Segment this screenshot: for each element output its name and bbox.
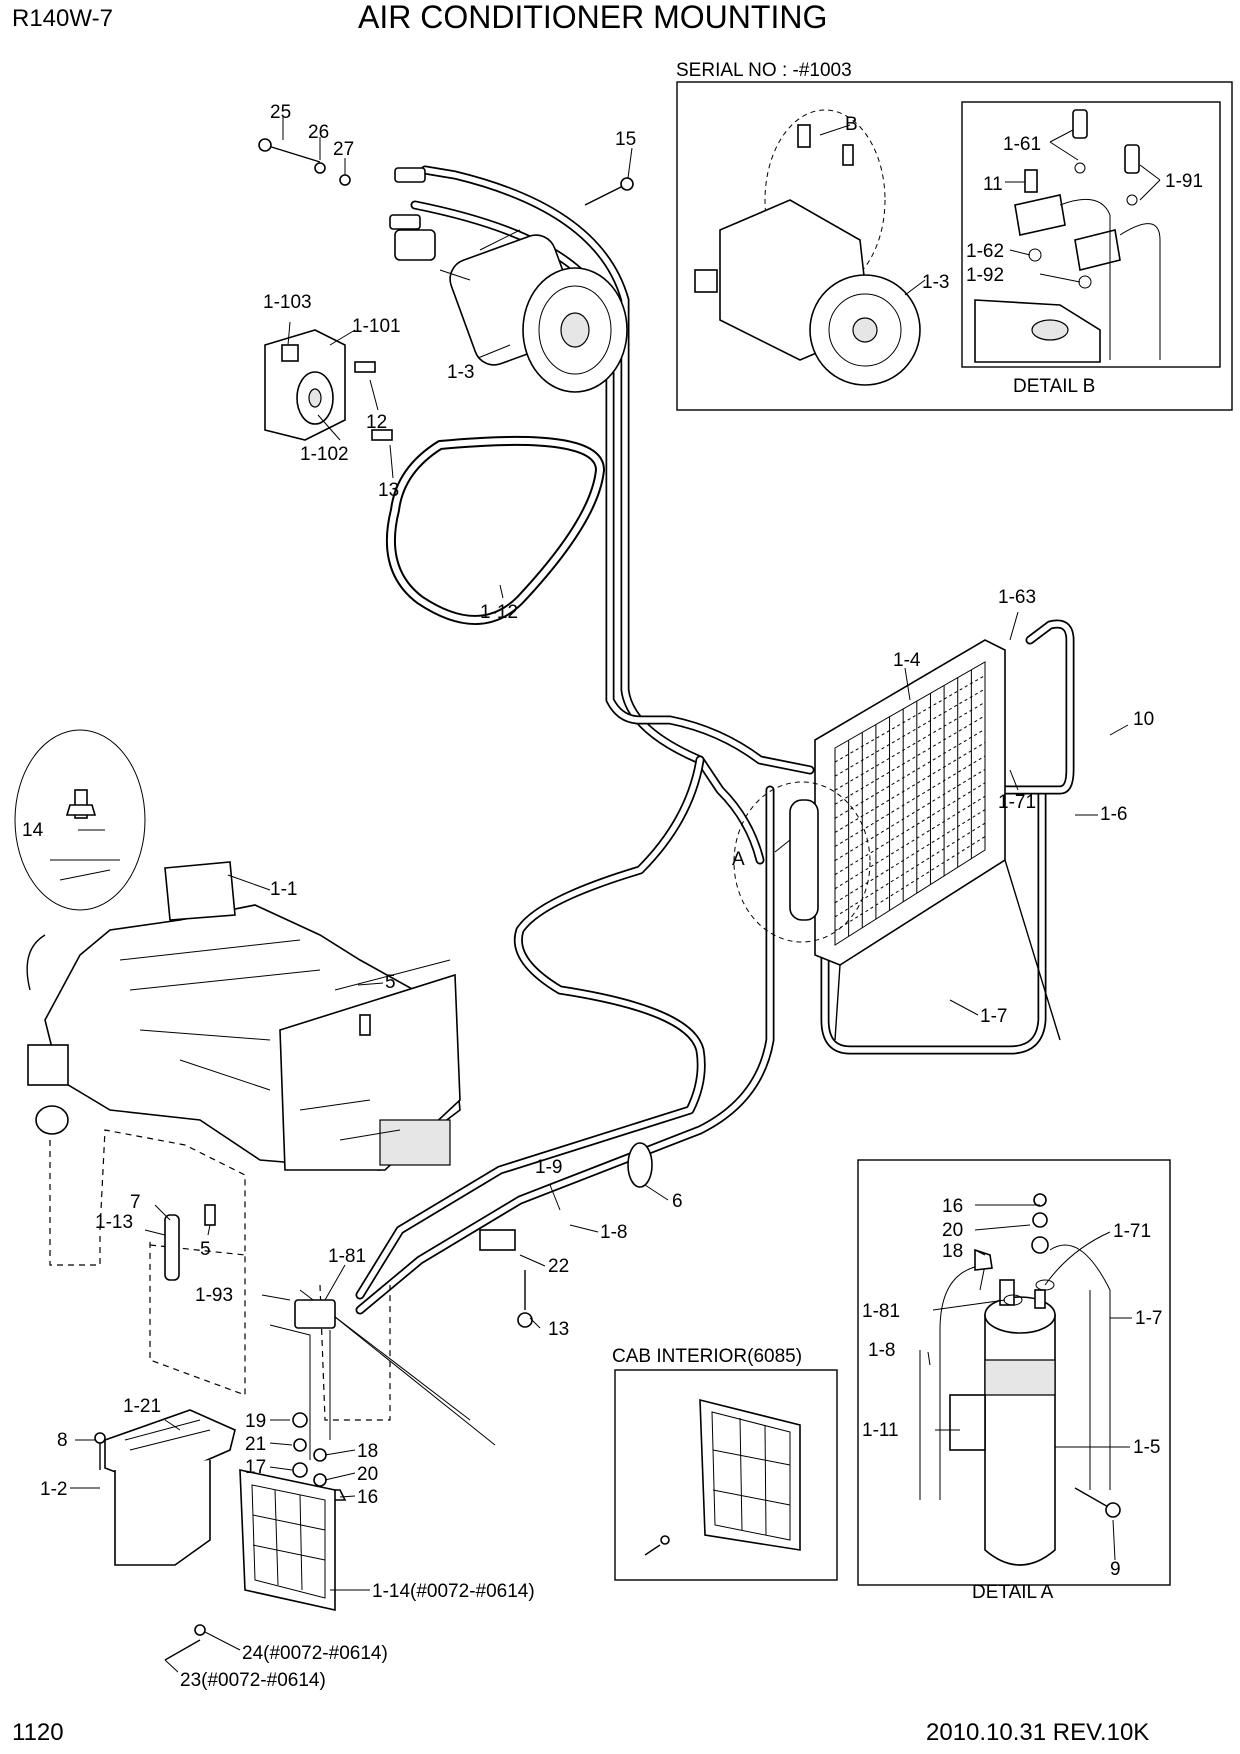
model-number: R140W-7 (12, 5, 113, 32)
detail-b-fittings (974, 109, 1161, 363)
detail-callout-B: B (845, 114, 858, 135)
callout-1-102: 1-102 (300, 444, 349, 465)
fastener-detail-circle (14, 729, 146, 991)
cab-interior-grille (644, 1398, 801, 1556)
page-number: 1120 (12, 1719, 64, 1746)
callout-5-upper: 5 (385, 972, 396, 993)
v-belt (385, 435, 605, 625)
callout-19: 19 (245, 1411, 266, 1432)
callout-1-93: 1-93 (195, 1285, 233, 1306)
serial-number-label: SERIAL NO : -#1003 (676, 60, 852, 81)
evaporator-unit (27, 861, 461, 1171)
callout-13-top: 13 (378, 480, 399, 501)
callout-13-bottom: 13 (548, 1319, 569, 1340)
cab-interior-box (614, 1369, 838, 1581)
callout-1-103: 1-103 (263, 292, 312, 313)
callout-1-13: 1-13 (95, 1212, 133, 1233)
cab-interior-label: CAB INTERIOR(6085) (612, 1346, 802, 1367)
callout-20: 20 (357, 1464, 378, 1485)
detail-a-callout-1-8: 1-8 (868, 1340, 895, 1361)
leader-lines (70, 117, 1161, 1673)
callout-15: 15 (615, 129, 636, 150)
compressor (394, 229, 628, 393)
callout-1-1: 1-1 (270, 879, 297, 900)
callout-1-9: 1-9 (535, 1157, 562, 1178)
detail-b-callout-1-92: 1-92 (966, 265, 1004, 286)
condenser (814, 639, 1061, 1041)
detail-a-box (857, 1159, 1171, 1586)
serial-number-box (676, 81, 1233, 411)
callout-16: 16 (357, 1487, 378, 1508)
callout-7: 7 (130, 1192, 141, 1213)
callout-1-7: 1-7 (980, 1006, 1007, 1027)
detail-a-callout-9: 9 (1110, 1559, 1121, 1580)
receiver-drier (733, 781, 871, 943)
callout-21: 21 (245, 1434, 266, 1455)
callout-18: 18 (357, 1441, 378, 1462)
detail-a-callout-16: 16 (942, 1196, 963, 1217)
callout-27: 27 (333, 139, 354, 160)
detail-b-label: DETAIL B (1013, 376, 1095, 397)
pipe-clamps (164, 1014, 653, 1328)
callout-26: 26 (308, 122, 329, 143)
control-panel (94, 1409, 236, 1566)
detail-b-callout-1-62: 1-62 (966, 241, 1004, 262)
callout-25: 25 (270, 102, 291, 123)
expansion-valve (269, 1299, 347, 1501)
detail-a-callout-18: 18 (942, 1241, 963, 1262)
detail-a-callout-20: 20 (942, 1220, 963, 1241)
dashed-mounting-outline (49, 1129, 496, 1446)
belt-tensioner (264, 329, 393, 441)
detail-a-label: DETAIL A (972, 1582, 1054, 1603)
detail-a-callout-1-5: 1-5 (1133, 1437, 1160, 1458)
vent-grille (164, 1469, 336, 1661)
detail-b-callout-1-61: 1-61 (1003, 134, 1041, 155)
callout-5-lower: 5 (200, 1239, 211, 1260)
detail-a-callout-1-11: 1-11 (862, 1420, 899, 1441)
callout-10: 10 (1133, 709, 1154, 730)
callout-1-21: 1-21 (123, 1396, 161, 1417)
callout-1-2: 1-2 (40, 1479, 67, 1500)
detail-a-callout-1-81: 1-81 (862, 1301, 900, 1322)
callout-24: 24(#0072-#0614) (242, 1643, 388, 1664)
detail-a-callout-1-71: 1-71 (1113, 1221, 1151, 1242)
callout-1-63: 1-63 (998, 587, 1036, 608)
page-title: AIR CONDITIONER MOUNTING (358, 0, 827, 35)
callout-12: 12 (366, 412, 387, 433)
callout-6: 6 (672, 1191, 683, 1212)
callout-1-101: 1-101 (352, 316, 401, 337)
compressor-mounting-bolts (258, 138, 634, 230)
callout-14: 14 (22, 820, 44, 841)
callout-22: 22 (548, 1256, 569, 1277)
callout-17: 17 (245, 1457, 266, 1478)
detail-b-callout-11: 11 (983, 174, 1003, 195)
callout-1-8: 1-8 (600, 1222, 627, 1243)
callout-1-71: 1-71 (998, 792, 1036, 813)
serial-compressor (694, 109, 921, 386)
callout-23: 23(#0072-#0614) (180, 1670, 326, 1691)
callout-1-4: 1-4 (893, 650, 921, 671)
callout-A: A (732, 849, 745, 870)
callout-1-6: 1-6 (1100, 804, 1127, 825)
callout-1-81: 1-81 (328, 1246, 366, 1267)
revision-date: 2010.10.31 REV.10K (926, 1719, 1149, 1746)
callout-8: 8 (57, 1430, 68, 1451)
serial-callout-1-3: 1-3 (922, 272, 949, 293)
detail-b-callout-1-91: 1-91 (1165, 171, 1203, 192)
detail-a-callout-1-7: 1-7 (1135, 1308, 1162, 1329)
detail-b-box (961, 101, 1221, 368)
callout-labels: 25 26 27 15 1-3 1-103 1-101 12 1-102 13 … (22, 102, 1203, 1691)
callout-1-14: 1-14(#0072-#0614) (372, 1581, 535, 1602)
callout-1-12: 1-12 (480, 602, 518, 623)
callout-1-3: 1-3 (447, 362, 474, 383)
detail-a-receiver-drier (919, 1193, 1121, 1566)
